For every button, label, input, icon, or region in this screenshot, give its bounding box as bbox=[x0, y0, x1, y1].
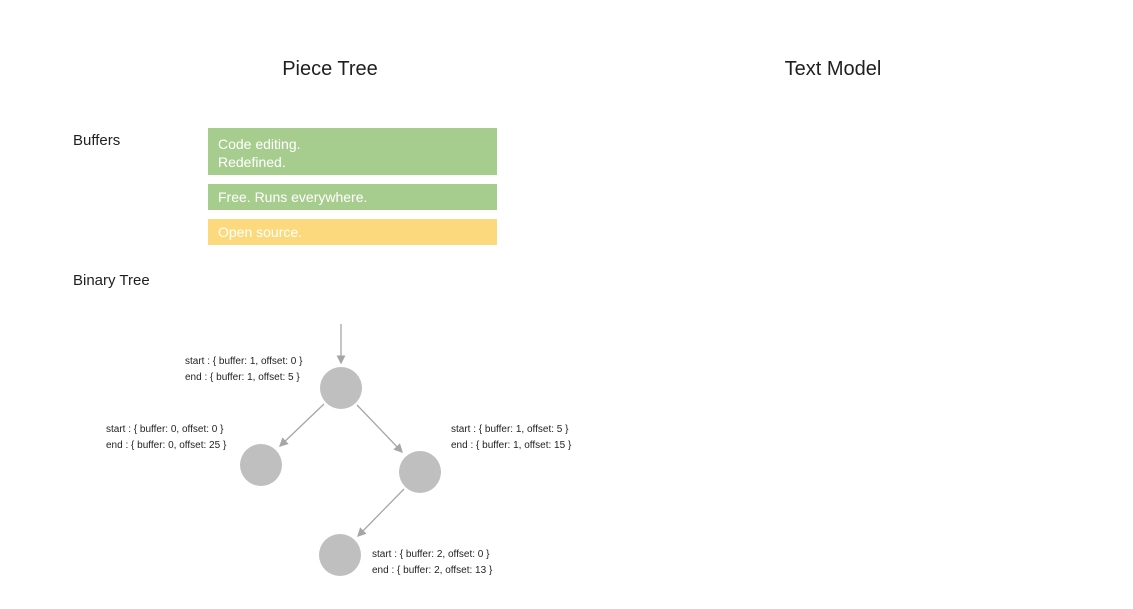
buffer-box-2: Free. Runs everywhere. bbox=[208, 184, 497, 210]
buffer-box-3: Open source. bbox=[208, 219, 497, 245]
edge-root-to-left-child bbox=[279, 403, 325, 447]
node-label-bottom-child-end: end : { buffer: 2, offset: 13 } bbox=[372, 565, 493, 576]
text-model-title: Text Model bbox=[784, 58, 882, 80]
node-label-right-child-start: start : { buffer: 1, offset: 5 } bbox=[451, 424, 569, 435]
tree-node-left-child bbox=[240, 444, 282, 486]
node-label-left-child: start : { buffer: 0, offset: 0 } end : {… bbox=[106, 422, 226, 454]
node-label-root-end: end : { buffer: 1, offset: 5 } bbox=[185, 372, 300, 383]
node-label-left-child-end: end : { buffer: 0, offset: 25 } bbox=[106, 440, 227, 451]
buffer-box-1-line-1: Code editing. bbox=[218, 136, 301, 152]
tree-node-root bbox=[320, 367, 362, 409]
node-label-root: start : { buffer: 1, offset: 0 } end : {… bbox=[185, 354, 302, 386]
buffers-section-label: Buffers bbox=[73, 132, 121, 149]
tree-node-bottom-child bbox=[319, 534, 361, 576]
edge-right-child-to-bottom-child bbox=[357, 488, 405, 537]
buffer-box-3-line-1: Open source. bbox=[218, 224, 303, 240]
node-label-root-start: start : { buffer: 1, offset: 0 } bbox=[185, 356, 303, 367]
node-label-bottom-child: start : { buffer: 2, offset: 0 } end : {… bbox=[372, 547, 492, 579]
buffer-box-1: Code editing. Redefined. bbox=[208, 128, 497, 175]
node-label-right-child: start : { buffer: 1, offset: 5 } end : {… bbox=[451, 422, 571, 454]
binary-tree-section-label: Binary Tree bbox=[73, 272, 150, 289]
node-label-right-child-end: end : { buffer: 1, offset: 15 } bbox=[451, 440, 572, 451]
tree-node-right-child bbox=[399, 451, 441, 493]
edge-root-to-right-child bbox=[356, 404, 403, 453]
piece-tree-title: Piece Tree bbox=[282, 58, 378, 80]
node-label-bottom-child-start: start : { buffer: 2, offset: 0 } bbox=[372, 549, 490, 560]
buffer-box-2-line-1: Free. Runs everywhere. bbox=[218, 189, 368, 205]
node-label-left-child-start: start : { buffer: 0, offset: 0 } bbox=[106, 424, 224, 435]
buffer-box-1-line-2: Redefined. bbox=[218, 154, 286, 170]
